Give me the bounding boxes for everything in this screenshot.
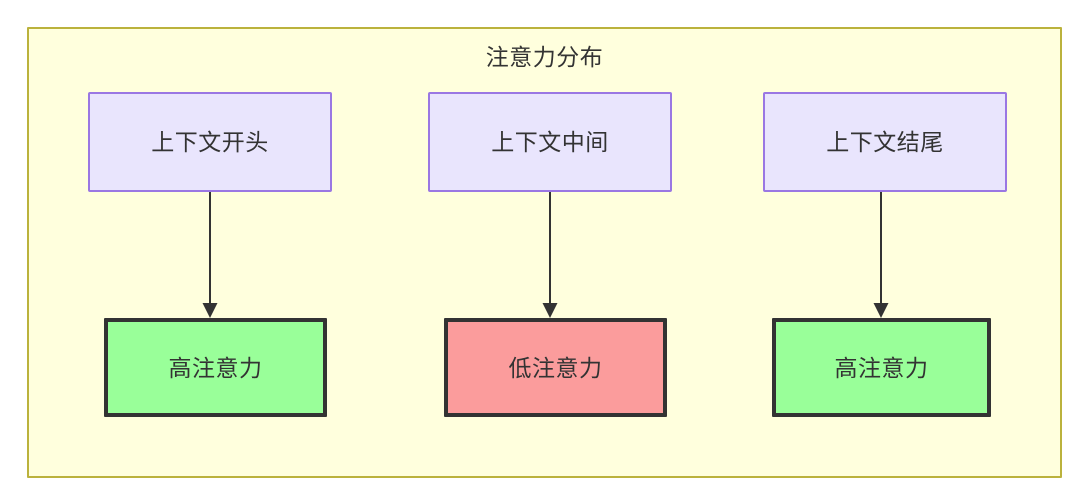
- node-context-start-label: 上下文开头: [151, 129, 269, 155]
- node-context-end-label: 上下文结尾: [826, 129, 944, 155]
- node-context-middle-label: 上下文中间: [491, 129, 609, 155]
- node-attention-high-start-label: 高注意力: [168, 354, 263, 381]
- node-context-start[interactable]: 上下文开头: [88, 92, 332, 192]
- node-attention-high-end-label: 高注意力: [834, 354, 929, 381]
- node-attention-low-middle-label: 低注意力: [508, 354, 603, 381]
- node-attention-low-middle[interactable]: 低注意力: [444, 318, 667, 417]
- node-attention-high-start[interactable]: 高注意力: [104, 318, 327, 417]
- subgraph-title: 注意力分布: [485, 44, 604, 70]
- node-context-middle[interactable]: 上下文中间: [428, 92, 672, 192]
- node-context-end[interactable]: 上下文结尾: [763, 92, 1007, 192]
- node-attention-high-end[interactable]: 高注意力: [772, 318, 991, 417]
